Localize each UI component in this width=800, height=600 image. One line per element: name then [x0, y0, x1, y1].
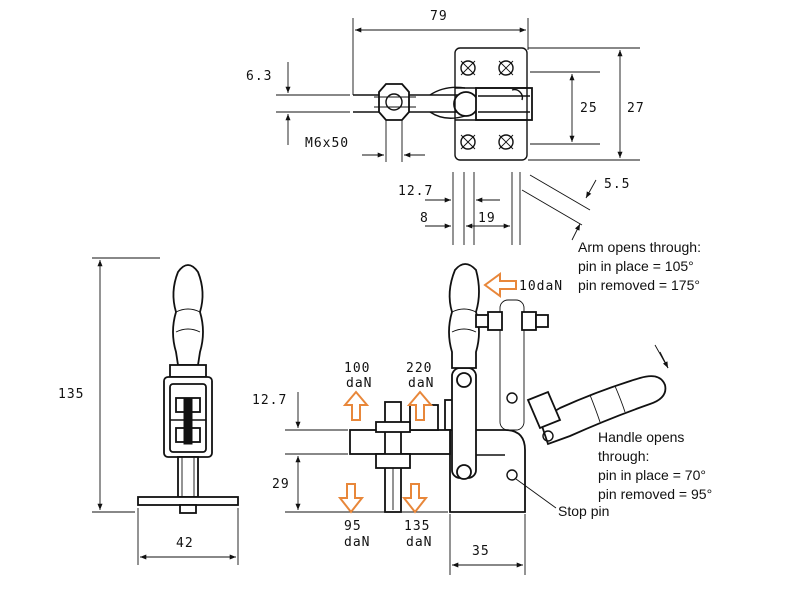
- dim-12-7-side: 12.7: [252, 393, 287, 408]
- force-down-right-value: 135: [404, 519, 430, 534]
- side-view: 12.7 29 35: [252, 263, 669, 575]
- force-up-left-unit: daN: [346, 376, 372, 391]
- force-up-left-arrow: [342, 390, 370, 421]
- force-up-right-arrow: [406, 390, 434, 421]
- dim-19: 19: [478, 211, 496, 226]
- dim-5-5: 5.5: [604, 177, 630, 192]
- end-view: 135 42: [58, 257, 239, 565]
- force-down-right-arrow: [401, 483, 429, 514]
- dim-29: 29: [272, 477, 290, 492]
- dim-m6x50: M6x50: [305, 136, 349, 151]
- mounting-holes: [460, 60, 524, 150]
- dim-8: 8: [420, 211, 429, 226]
- force-arm-value: 10daN: [519, 279, 563, 294]
- arm-note-line3: pin removed = 175°: [578, 277, 700, 293]
- force-arrows: [337, 272, 517, 514]
- force-down-left-unit: daN: [344, 535, 370, 550]
- force-up-right-value: 220: [406, 361, 432, 376]
- force-down-left-value: 95: [344, 519, 362, 534]
- force-up-left-value: 100: [344, 361, 370, 376]
- handle-note-line4: pin removed = 95°: [598, 486, 712, 502]
- stop-pin-label: Stop pin: [558, 503, 609, 519]
- force-arm-arrow: [483, 272, 517, 298]
- dim-12-7-top: 12.7: [398, 184, 433, 199]
- dim-79: 79: [430, 9, 448, 24]
- arm-note-line1: Arm opens through:: [578, 239, 701, 255]
- dim-25: 25: [580, 101, 598, 116]
- force-up-right-unit: daN: [408, 376, 434, 391]
- handle-note-line1: Handle opens: [598, 429, 684, 445]
- dim-27: 27: [627, 101, 645, 116]
- arm-note-line2: pin in place = 105°: [578, 258, 694, 274]
- dim-6-3: 6.3: [246, 69, 272, 84]
- top-view: 79 6.3: [246, 9, 645, 245]
- handle-note-line2: through:: [598, 448, 649, 464]
- handle-note-line3: pin in place = 70°: [598, 467, 706, 483]
- force-down-left-arrow: [337, 483, 365, 514]
- dim-42: 42: [176, 536, 194, 551]
- dim-135: 135: [58, 387, 84, 402]
- force-down-right-unit: daN: [406, 535, 432, 550]
- dim-35: 35: [472, 544, 490, 559]
